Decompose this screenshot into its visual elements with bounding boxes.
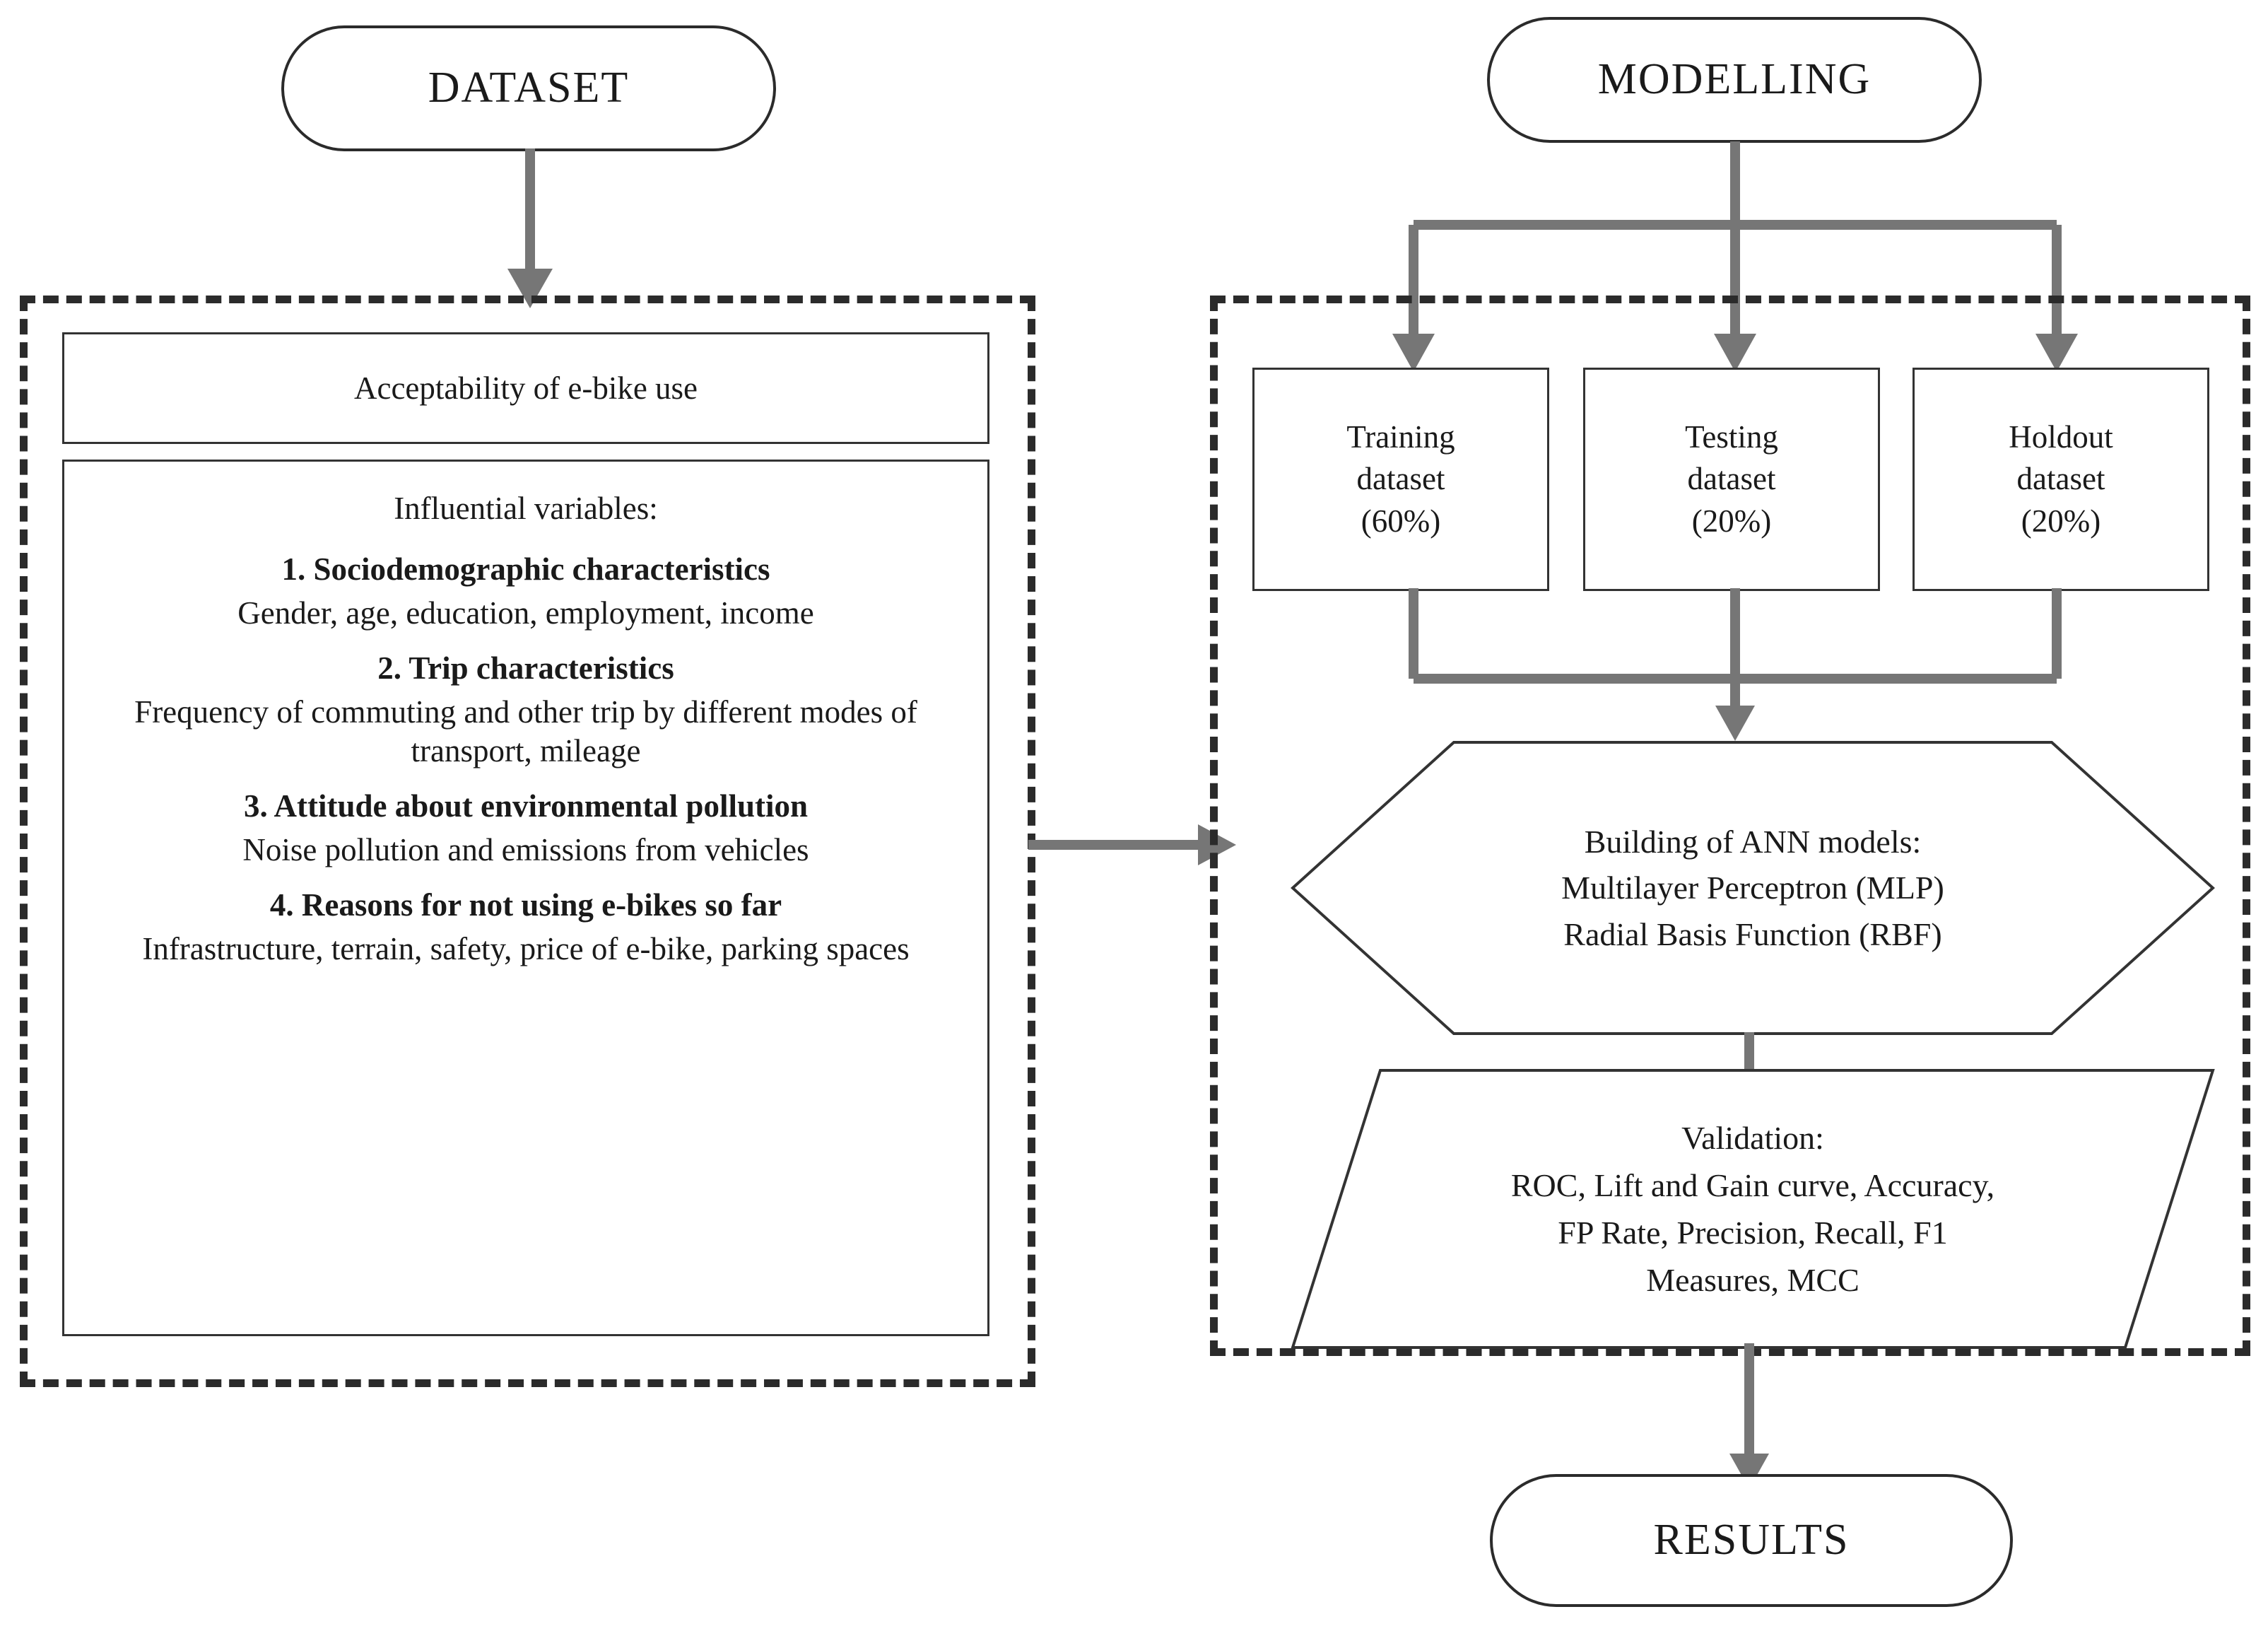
ann-model-hexagon-text: Building of ANN models: Multilayer Perce… (1290, 739, 2216, 1036)
acceptability-box: Acceptability of e-bike use (62, 332, 989, 444)
connector-validation-to-results (1714, 1343, 1785, 1492)
variable-block-3-title: 3. Attitude about environmental pollutio… (243, 788, 809, 824)
variable-block-2-items: Frequency of commuting and other trip by… (134, 694, 917, 768)
acceptability-box-label: Acceptability of e-bike use (353, 370, 698, 406)
modelling-terminator: MODELLING (1487, 17, 1982, 143)
validation-line3: FP Rate, Precision, Recall, F1 (1558, 1215, 1948, 1251)
holdout-dataset-box: Holdout dataset (20%) (1912, 368, 2209, 591)
variable-block-1-items: Gender, age, education, employment, inco… (237, 595, 814, 631)
results-terminator: RESULTS (1490, 1474, 2013, 1607)
holdout-dataset-line3: (20%) (2021, 503, 2101, 539)
dataset-terminator-label: DATASET (428, 64, 630, 112)
connector-dataset-to-group (502, 148, 558, 311)
variable-block-3: 3. Attitude about environmental pollutio… (83, 788, 969, 870)
modelling-terminator-label: MODELLING (1597, 55, 1872, 104)
training-dataset-line2: dataset (1356, 461, 1445, 497)
testing-dataset-box: Testing dataset (20%) (1583, 368, 1880, 591)
testing-dataset-lines: Testing dataset (20%) (1685, 416, 1778, 542)
variable-block-3-items: Noise pollution and emissions from vehic… (242, 831, 809, 867)
holdout-dataset-line1: Holdout (2009, 419, 2113, 455)
variable-block-2: 2. Trip characteristics Frequency of com… (83, 650, 969, 771)
variable-block-4: 4. Reasons for not using e-bikes so far … (83, 887, 969, 969)
dataset-terminator: DATASET (281, 25, 776, 151)
variable-block-4-title: 4. Reasons for not using e-bikes so far (269, 887, 782, 923)
influential-variables-panel: Influential variables: 1. Sociodemograph… (62, 460, 989, 1336)
validation-line1: Validation: (1681, 1119, 1824, 1156)
holdout-dataset-line2: dataset (2016, 461, 2105, 497)
testing-dataset-line3: (20%) (1691, 503, 1772, 539)
ann-model-line3: Radial Basis Function (RBF) (1563, 916, 1942, 952)
holdout-dataset-lines: Holdout dataset (20%) (2009, 416, 2113, 542)
validation-line4: Measures, MCC (1646, 1262, 1859, 1299)
influential-variables-heading: Influential variables: (394, 491, 658, 526)
connector-splits-to-model (1364, 588, 2099, 744)
variable-block-4-items: Infrastructure, terrain, safety, price o… (142, 930, 910, 966)
ann-model-line2: Multilayer Perceptron (MLP) (1561, 870, 1944, 906)
training-dataset-lines: Training dataset (60%) (1346, 416, 1455, 542)
validation-text: Validation: ROC, Lift and Gain curve, Ac… (1290, 1068, 2216, 1350)
validation-line2: ROC, Lift and Gain curve, Accuracy, (1510, 1167, 1995, 1203)
ann-model-line1: Building of ANN models: (1584, 824, 1922, 860)
training-dataset-line3: (60%) (1361, 503, 1441, 539)
connector-modelling-to-splits (1364, 141, 2099, 375)
results-terminator-label: RESULTS (1653, 1516, 1850, 1565)
variable-block-1-title: 1. Sociodemographic characteristics (281, 551, 770, 587)
ann-model-hexagon: Building of ANN models: Multilayer Perce… (1290, 739, 2216, 1036)
testing-dataset-line1: Testing (1685, 419, 1778, 455)
testing-dataset-line2: dataset (1687, 461, 1776, 497)
training-dataset-line1: Training (1346, 419, 1455, 455)
variable-block-1: 1. Sociodemographic characteristics Gend… (83, 551, 969, 633)
modelling-group (1210, 296, 2250, 1356)
training-dataset-box: Training dataset (60%) (1252, 368, 1549, 591)
validation-parallelogram: Validation: ROC, Lift and Gain curve, Ac… (1290, 1068, 2216, 1350)
variable-block-2-title: 2. Trip characteristics (377, 650, 674, 686)
connector-dataset-to-modelling (1028, 813, 1240, 877)
